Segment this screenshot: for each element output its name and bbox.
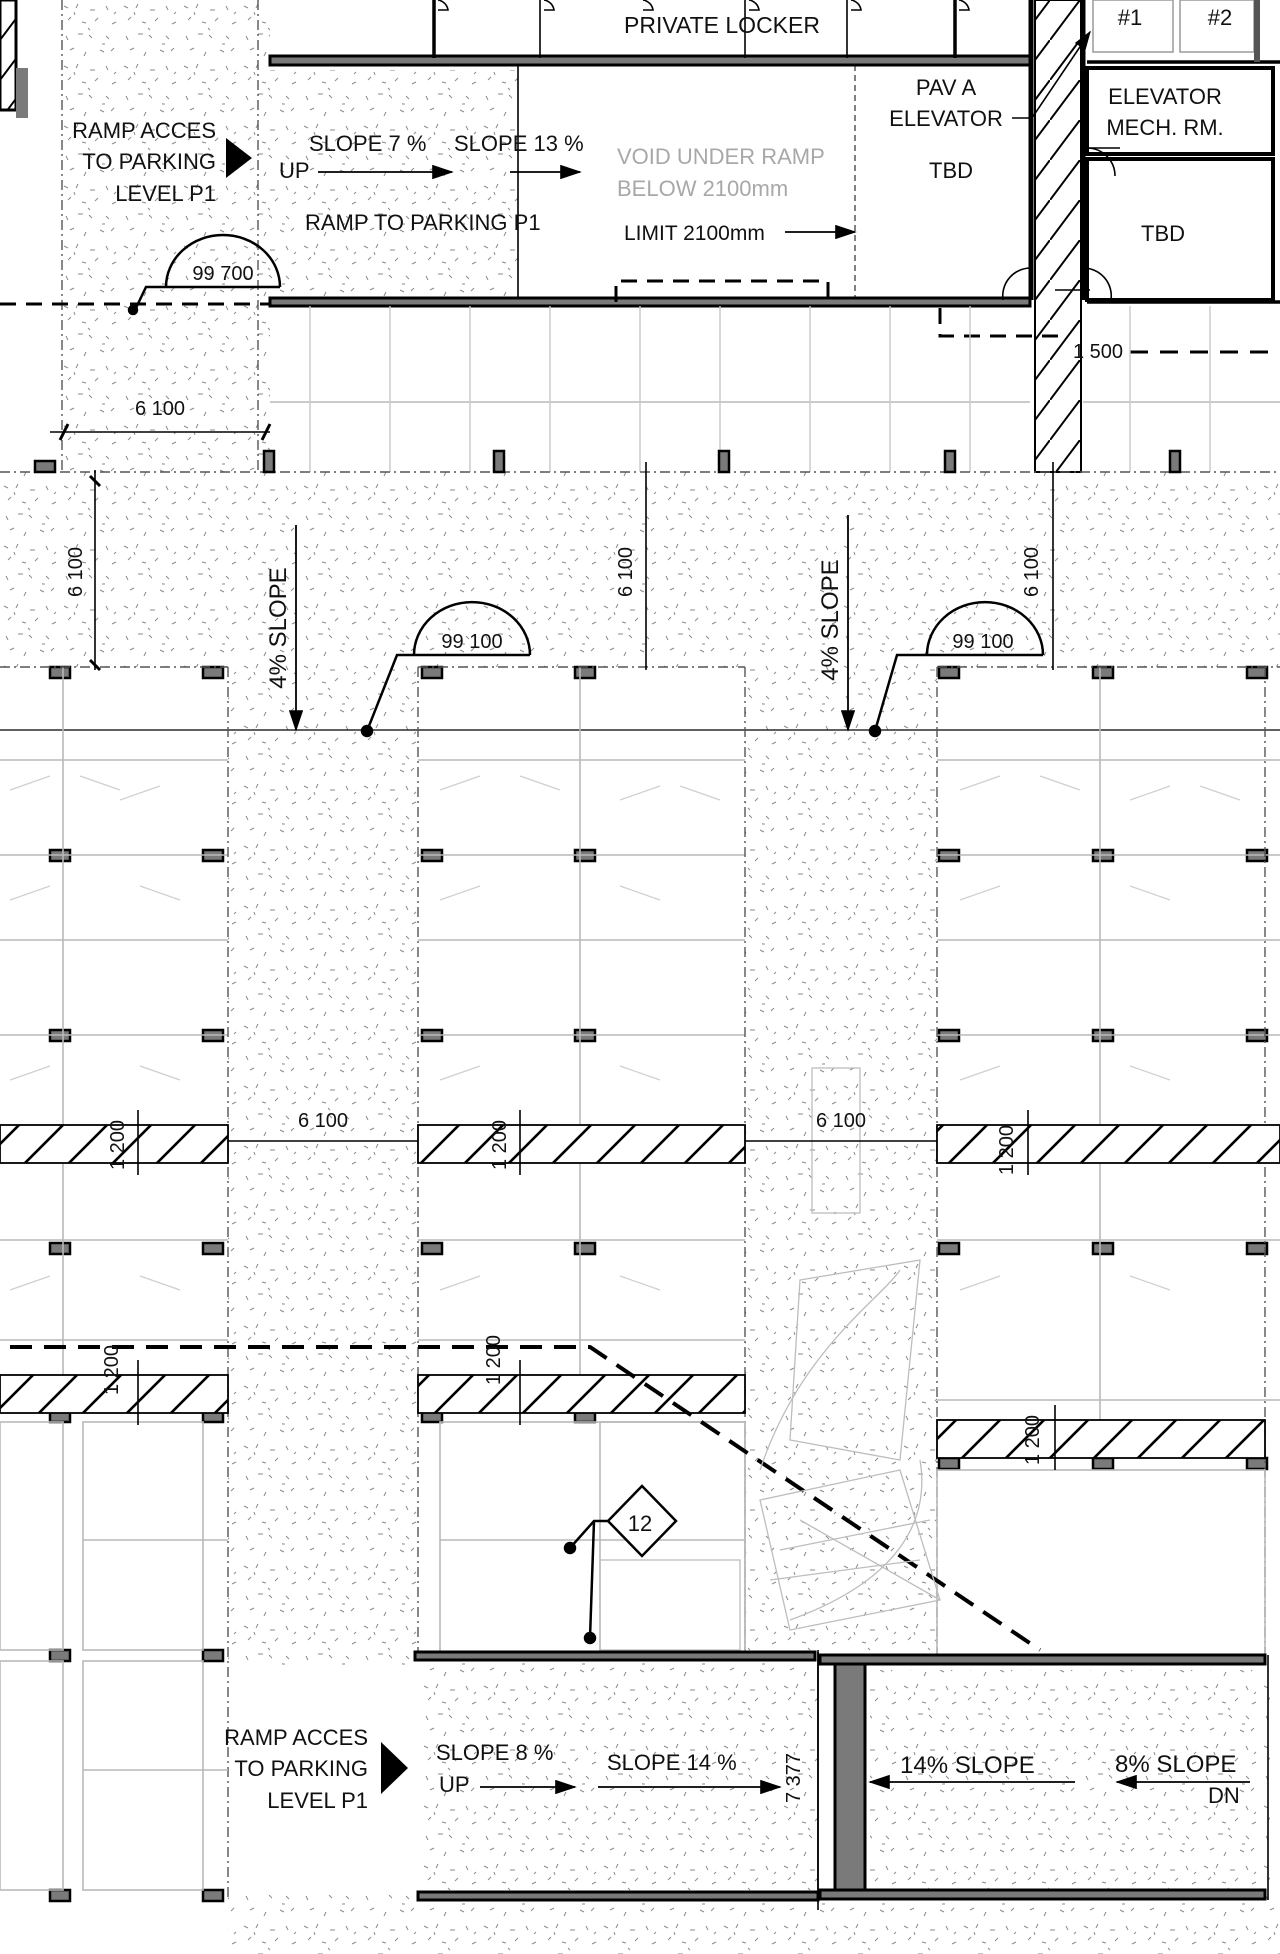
upper-stall-row (0, 0, 1280, 473)
void-below-label: BELOW 2100mm (617, 176, 788, 201)
keynote-tag-12 (563, 1484, 678, 1645)
limit-label: LIMIT 2100mm (624, 222, 765, 245)
top-ramp-slope-7: SLOPE 7 % (309, 131, 426, 156)
elevation-right-value: 99 100 (952, 631, 1013, 653)
dim-aisle-width-mid: 6 100 (816, 1110, 866, 1132)
bottom-ramp-access-line1: RAMP ACCES (224, 1725, 368, 1750)
bottom-ramp-slope-8: SLOPE 8 % (436, 1740, 553, 1765)
dim-band-mid-lower: 1 200 (483, 1335, 505, 1385)
dim-band-mid-upper: 1 200 (489, 1120, 511, 1170)
top-building-block (0, 0, 1280, 473)
dim-shaft-width: 1 500 (1073, 341, 1123, 363)
bottom-ramp-slope-14: SLOPE 14 % (607, 1750, 737, 1775)
top-ramp-access-line1: RAMP ACCES (72, 118, 216, 143)
tbd-right-label: TBD (1141, 221, 1185, 246)
parking-stalls (0, 666, 1280, 1900)
top-ramp-slope-13: SLOPE 13 % (454, 131, 584, 156)
tbd-left-label: TBD (929, 158, 973, 183)
slope-4-left: 4% SLOPE (265, 567, 292, 688)
bottom-ramp-walls (413, 1650, 1269, 1910)
ramp-to-parking-label: RAMP TO PARKING P1 (305, 210, 541, 235)
elevator-1-label: #1 (1118, 5, 1142, 30)
bottom-ramp-up-label: UP (439, 1772, 470, 1797)
dim-band-right-lower: 1 200 (1022, 1415, 1044, 1465)
private-locker-label: PRIVATE LOCKER (624, 12, 820, 38)
hatched-bands (0, 1124, 1280, 1459)
bottom-ramp-access-line3: LEVEL P1 (267, 1788, 368, 1813)
slope-14-label: 14% SLOPE (900, 1752, 1035, 1779)
dimension-lines (50, 289, 1090, 1902)
elevation-tag-left (360, 600, 532, 738)
top-ramp-up-label: UP (279, 158, 310, 183)
keynote-number: 12 (628, 1511, 652, 1536)
void-under-ramp-label: VOID UNDER RAMP (617, 144, 825, 169)
ramp-access-arrow-top-icon (226, 138, 252, 178)
overhead-boundary-line (10, 1345, 1042, 1652)
dim-band-right-upper: 1 200 (996, 1125, 1018, 1175)
dim-top-width: 6 100 (135, 398, 185, 420)
slope-arrows (288, 164, 1250, 1795)
dim-band-left-lower: 1 200 (101, 1345, 123, 1395)
elevation-tag-right (868, 600, 1045, 738)
dim-ramp-7377: 7 377 (783, 1753, 805, 1803)
dim-aisle-width-left: 6 100 (298, 1110, 348, 1132)
pav-a-elevator-label: ELEVATOR (889, 106, 1003, 131)
pav-a-label: PAV A (916, 75, 977, 100)
slope-4-right: 4% SLOPE (817, 559, 844, 680)
elevator-mech-rm-label: MECH. RM. (1106, 115, 1223, 140)
dim-aisle-depth-mid: 6 100 (615, 547, 637, 597)
elevator-2-label: #2 (1208, 5, 1232, 30)
ramp-access-arrow-bottom-icon (381, 1742, 408, 1794)
dim-aisle-depth-left: 6 100 (65, 547, 87, 597)
text-labels: PRIVATE LOCKER #1 #2 PAV A ELEVATOR ELEV… (65, 5, 1240, 1813)
bottom-ramp-access-line2: TO PARKING (234, 1756, 368, 1781)
dim-band-left-upper: 1 200 (107, 1120, 129, 1170)
dn-label: DN (1208, 1783, 1240, 1808)
top-ramp-access-line3: LEVEL P1 (115, 181, 216, 206)
top-ramp-access-line2: TO PARKING (82, 149, 216, 174)
dim-aisle-depth-right: 6 100 (1021, 547, 1043, 597)
elevator-mech-label: ELEVATOR (1108, 84, 1222, 109)
top-elevation-value: 99 700 (192, 263, 253, 285)
elevation-left-value: 99 100 (441, 631, 502, 653)
elevation-tag-top (127, 233, 282, 316)
slope-8-label: 8% SLOPE (1115, 1751, 1236, 1778)
